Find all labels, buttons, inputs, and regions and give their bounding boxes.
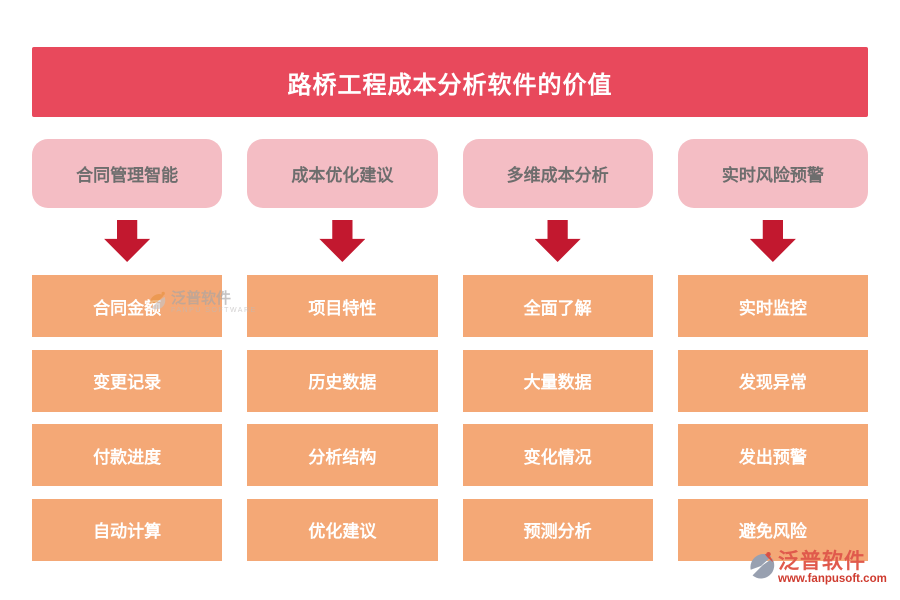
arrow-down-icon: [534, 220, 581, 262]
value-label: 合同金额: [93, 298, 162, 318]
category-label: 实时风险预警: [721, 166, 824, 185]
value-item: 项目特性: [247, 275, 438, 337]
footer-brand-url: www.fanpusoft.com: [778, 573, 887, 585]
category-label: 多维成本分析: [506, 166, 609, 185]
value-label: 变化情况: [523, 447, 592, 467]
value-item: 全面了解: [462, 275, 653, 337]
value-label: 分析结构: [308, 447, 377, 467]
value-item: 付款进度: [32, 424, 223, 486]
columns-grid: 合同管理智能 合同金额 变更记录 付款进度 自动计算 成本优化建议 项目特性 历…: [32, 139, 868, 573]
value-label: 发现异常: [738, 373, 807, 392]
value-label: 付款进度: [93, 447, 162, 467]
category-label: 合同管理智能: [76, 166, 179, 185]
value-item: 历史数据: [247, 349, 438, 412]
title-banner: 路桥工程成本分析软件的价值: [32, 47, 868, 117]
category-header: 多维成本分析: [462, 139, 653, 208]
value-label: 全面了解: [523, 298, 592, 318]
category-header: 合同管理智能: [32, 139, 223, 208]
category-header: 成本优化建议: [247, 139, 438, 208]
value-label: 发出预警: [738, 447, 807, 467]
value-label: 优化建议: [308, 522, 377, 541]
footer-brand-name: 泛普软件: [778, 550, 866, 573]
column-risk-warning: 实时风险预警 实时监控 发现异常 发出预警 避免风险: [677, 139, 868, 573]
value-item: 避免风险: [677, 498, 868, 561]
fanpu-logo-icon: [750, 551, 775, 579]
page-title: 路桥工程成本分析软件的价值: [287, 71, 613, 99]
value-label: 变更记录: [93, 373, 162, 392]
category-header: 实时风险预警: [677, 139, 868, 208]
value-item: 自动计算: [32, 498, 223, 561]
category-label: 成本优化建议: [291, 166, 394, 185]
value-label: 历史数据: [308, 373, 377, 392]
value-item: 发现异常: [677, 349, 868, 412]
value-label: 自动计算: [93, 522, 162, 541]
column-contract-management: 合同管理智能 合同金额 变更记录 付款进度 自动计算: [32, 139, 223, 573]
value-item: 优化建议: [247, 498, 438, 561]
value-label: 预测分析: [523, 522, 592, 541]
value-item: 变更记录: [32, 349, 223, 412]
value-item: 分析结构: [247, 424, 438, 486]
value-item: 大量数据: [462, 349, 653, 412]
value-label: 项目特性: [308, 298, 377, 318]
value-item: 发出预警: [677, 424, 868, 486]
column-cost-optimization: 成本优化建议 项目特性 历史数据 分析结构 优化建议: [247, 139, 438, 573]
value-item: 预测分析: [462, 498, 653, 561]
value-item: 合同金额: [32, 275, 223, 337]
value-label: 大量数据: [523, 373, 592, 392]
column-multidim-analysis: 多维成本分析 全面了解 大量数据 变化情况 预测分析: [462, 139, 653, 573]
value-item: 实时监控: [677, 275, 868, 337]
value-item: 变化情况: [462, 424, 653, 486]
footer-brand-logo: 泛普软件 www.fanpusoft.com: [746, 550, 887, 586]
value-label: 实时监控: [738, 298, 807, 318]
value-label: 避免风险: [738, 522, 807, 541]
arrow-down-icon: [749, 220, 796, 262]
arrow-down-icon: [319, 220, 366, 262]
arrow-down-icon: [104, 220, 151, 262]
